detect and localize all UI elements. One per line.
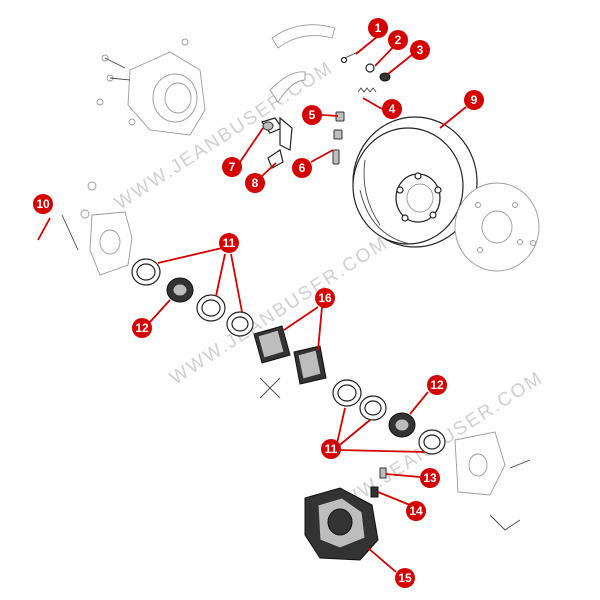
callout-11-lower[interactable]: 11 (321, 439, 341, 459)
brake-disc-part (352, 116, 478, 248)
callout-badges: 1 2 3 4 5 6 7 8 9 10 11 12 16 12 11 13 1… (33, 18, 484, 588)
svg-text:11: 11 (325, 442, 338, 456)
callout-4[interactable]: 4 (382, 99, 402, 119)
callout-2[interactable]: 2 (388, 30, 408, 50)
svg-text:12: 12 (430, 378, 444, 392)
svg-text:9: 9 (471, 93, 478, 107)
complete-caliper-part (304, 487, 379, 561)
callout-9[interactable]: 9 (464, 90, 484, 110)
callout-7[interactable]: 7 (222, 157, 242, 177)
seal-piston-upper-group (131, 258, 254, 337)
svg-text:4: 4 (389, 102, 396, 116)
svg-text:14: 14 (409, 504, 423, 518)
callout-16[interactable]: 16 (315, 288, 335, 308)
svg-text:13: 13 (423, 471, 437, 485)
svg-text:12: 12 (135, 321, 149, 335)
brake-shoe-part (269, 24, 336, 103)
svg-text:10: 10 (36, 197, 50, 211)
svg-text:16: 16 (318, 291, 332, 305)
parking-brake-lever-part (261, 116, 293, 169)
svg-text:1: 1 (375, 21, 382, 35)
seal-piston-lower-group (332, 379, 446, 455)
callout-14[interactable]: 14 (406, 501, 426, 521)
callout-3[interactable]: 3 (410, 40, 430, 60)
svg-text:15: 15 (398, 571, 412, 585)
svg-text:3: 3 (417, 43, 424, 57)
callout-11-upper[interactable]: 11 (219, 233, 239, 253)
dust-shield-part (454, 182, 540, 272)
svg-text:2: 2 (395, 33, 402, 47)
svg-text:11: 11 (223, 236, 236, 250)
brake-pad-set-part (253, 325, 327, 399)
callout-13[interactable]: 13 (420, 468, 440, 488)
callout-15[interactable]: 15 (395, 568, 415, 588)
callout-5[interactable]: 5 (302, 105, 322, 125)
caliper-right-half-part (454, 431, 531, 531)
backing-plate-part (96, 38, 206, 136)
callout-1[interactable]: 1 (368, 18, 388, 38)
svg-text:5: 5 (309, 108, 316, 122)
callout-10[interactable]: 10 (33, 194, 53, 214)
svg-text:6: 6 (299, 161, 306, 175)
callout-6[interactable]: 6 (292, 158, 312, 178)
svg-text:8: 8 (252, 176, 259, 190)
bleed-screw-part (370, 467, 387, 498)
caliper-left-half-part (61, 181, 133, 276)
callout-12-lower[interactable]: 12 (427, 375, 447, 395)
leader-lines (37, 35, 467, 573)
callout-8[interactable]: 8 (245, 173, 265, 193)
hardware-small-parts (332, 49, 391, 165)
svg-text:7: 7 (229, 160, 236, 174)
callout-12-upper[interactable]: 12 (132, 318, 152, 338)
